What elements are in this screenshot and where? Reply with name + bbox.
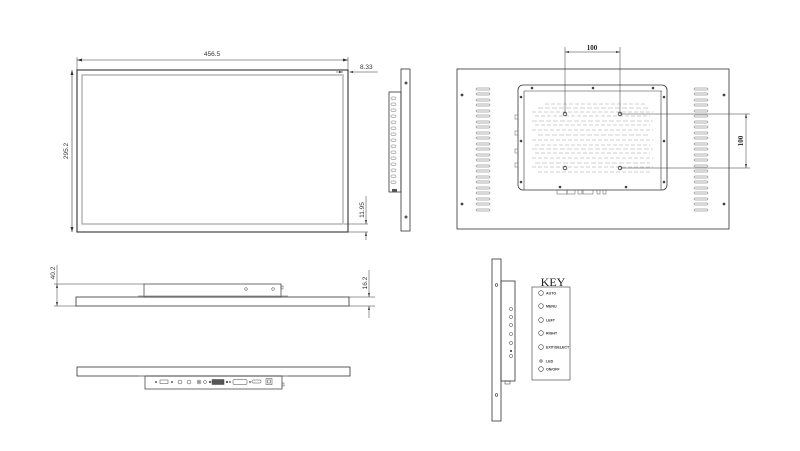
side-key-buttons	[509, 307, 513, 358]
key-label-led: LED	[546, 360, 554, 364]
key-panel: KEY AUTO MENU LEFT RIGHT EXIT/SELECT LED	[528, 270, 578, 382]
key-label-menu: MENU	[546, 305, 557, 309]
button-circle-icon	[538, 366, 544, 372]
button-circle-icon	[538, 290, 544, 296]
bottom-view	[60, 355, 370, 405]
button-circle-icon	[538, 330, 544, 336]
vesa-vertical-dimension: 100	[737, 135, 745, 146]
key-right: RIGHT	[538, 330, 558, 336]
key-panel-title: KEY	[541, 275, 566, 289]
width-dimension: 456.5	[204, 51, 221, 58]
side-view-keys	[480, 255, 520, 425]
key-led: LED	[539, 359, 554, 364]
key-label-exit-select: EXIT/SELECT	[546, 346, 570, 350]
side-view-top-drawing: 40.2 16.2	[50, 265, 375, 318]
left-vents	[475, 87, 491, 212]
front-view: 456.5 295.2 8.33 11.95	[0, 0, 400, 250]
key-left: LEFT	[538, 317, 556, 323]
side-view-keys-drawing	[491, 258, 516, 422]
key-label-auto: AUTO	[546, 292, 556, 296]
io-ports	[155, 378, 273, 385]
vesa-horizontal-dimension: 100	[587, 44, 598, 52]
side-view-top: 40.2 16.2	[40, 255, 380, 325]
key-label-on-off: ON/OFF	[546, 368, 560, 372]
key-label-right: RIGHT	[546, 332, 558, 336]
key-label-left: LEFT	[546, 319, 556, 323]
side-view-right-drawing	[388, 68, 411, 232]
key-menu: MENU	[538, 303, 557, 309]
rear-view: 100 100	[450, 35, 770, 235]
led-indicator-icon	[539, 359, 543, 363]
height-dimension: 295.2	[63, 142, 70, 159]
key-on-off: ON/OFF	[538, 366, 560, 372]
side-view-right	[380, 60, 420, 240]
panel-depth-dimension: 16.2	[362, 276, 369, 289]
total-depth-dimension: 40.2	[50, 266, 57, 279]
bezel-bottom-dimension: 11.95	[359, 202, 366, 218]
button-circle-icon	[538, 344, 544, 350]
key-auto: AUTO	[538, 290, 556, 296]
button-circle-icon	[538, 317, 544, 323]
right-vents	[693, 87, 709, 212]
front-view-drawing: 456.5 295.2 8.33 11.95	[63, 51, 378, 240]
button-circle-icon	[538, 303, 544, 309]
bottom-view-drawing	[76, 366, 351, 390]
key-exit-select: EXIT/SELECT	[538, 344, 570, 350]
key-panel-drawing: KEY AUTO MENU LEFT RIGHT EXIT/SELECT LED	[531, 275, 571, 381]
back-box-vents	[532, 103, 653, 173]
bezel-side-dimension: 8.33	[360, 64, 373, 71]
rear-view-drawing: 100 100	[456, 44, 750, 230]
